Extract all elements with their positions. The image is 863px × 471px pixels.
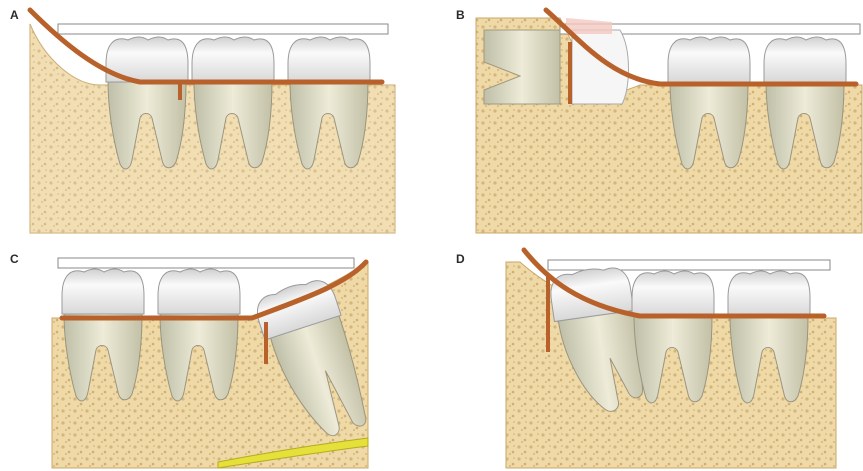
occlusal-plane-d (548, 260, 830, 270)
occlusal-plane-a (58, 24, 388, 34)
panel-a (30, 10, 395, 233)
panel-c (52, 258, 376, 468)
occlusal-plane-c (58, 258, 354, 268)
panel-b (476, 10, 862, 233)
panel-d (506, 250, 836, 468)
